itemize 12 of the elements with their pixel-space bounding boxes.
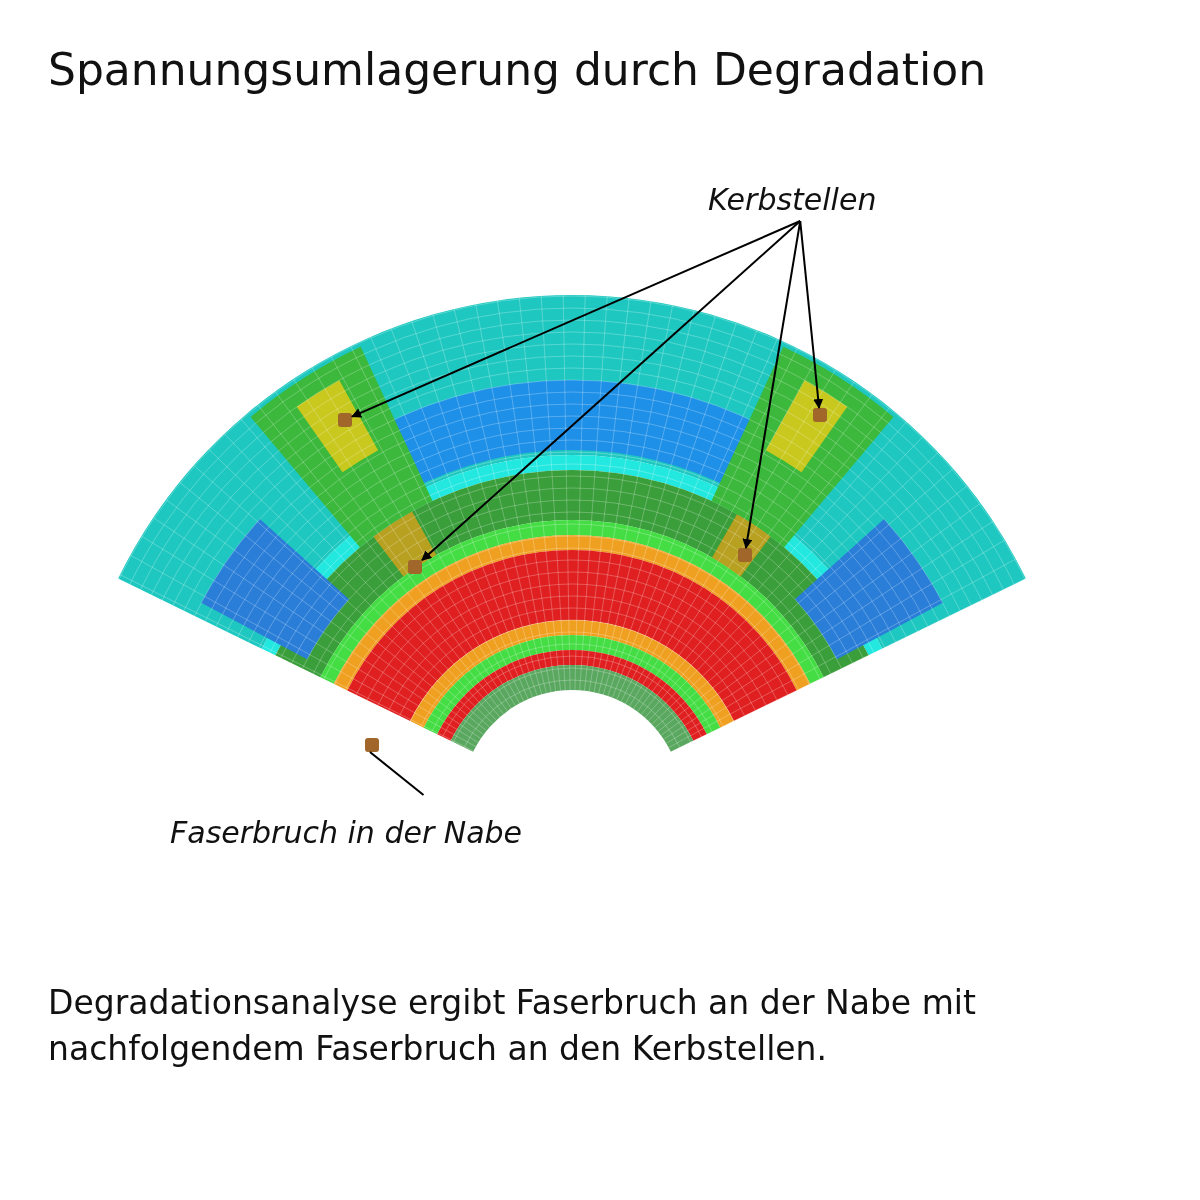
callout-label: Faserbruch in der Nabe	[170, 815, 523, 850]
title: Spannungsumlagerung durch Degradation	[48, 44, 987, 95]
notch-spot	[408, 560, 422, 574]
leader-line	[799, 220, 824, 409]
notch-spot	[338, 413, 352, 427]
caption: Degradationsanalyse ergibt Faserbruch an der Nabe mit nachfolgendem Faserbruch an den Kerbstellen.	[48, 982, 977, 1071]
leader-line	[368, 751, 425, 796]
fiber-break-spot	[365, 738, 379, 752]
notch-spot	[738, 548, 752, 562]
leader-line	[421, 220, 802, 562]
notch-spot	[813, 408, 827, 422]
callout-label: Kerbstellen	[708, 182, 877, 217]
